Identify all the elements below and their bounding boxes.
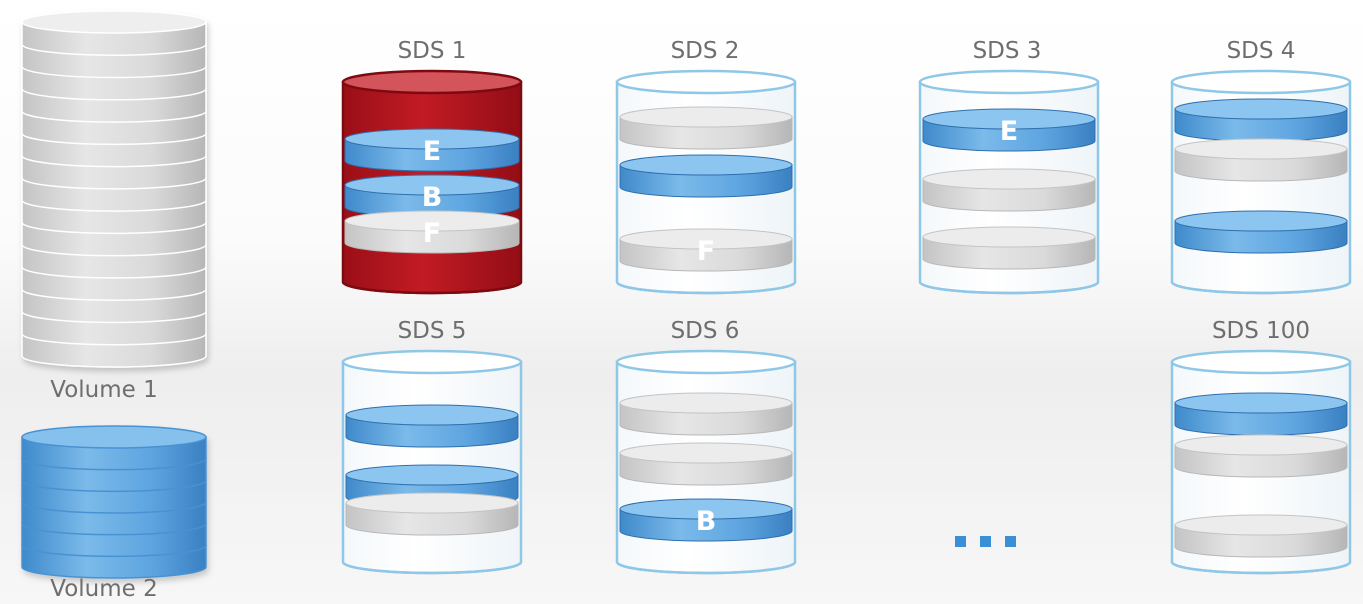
volume-2-cylinder bbox=[21, 425, 207, 579]
three-dots-icon bbox=[955, 536, 1016, 547]
sds-cylinder bbox=[1170, 349, 1352, 575]
sds-bottom-rim bbox=[615, 281, 797, 295]
sds-top bbox=[341, 69, 523, 95]
sds-cylinder bbox=[341, 349, 523, 575]
volume-1-label: Volume 1 bbox=[50, 377, 158, 403]
data-chunk-copy bbox=[1174, 434, 1348, 478]
sds-2-label: SDS 2 bbox=[670, 38, 740, 64]
chunk-top bbox=[922, 108, 1096, 130]
data-chunk-primary: E bbox=[922, 108, 1096, 152]
chunk-top bbox=[1174, 514, 1348, 536]
dot bbox=[980, 536, 991, 547]
dot bbox=[955, 536, 966, 547]
data-chunk-primary: E bbox=[344, 128, 520, 172]
data-chunk-copy bbox=[619, 392, 793, 436]
chunk-top bbox=[619, 392, 793, 414]
volume-2-label: Volume 2 bbox=[50, 576, 158, 602]
data-chunk-primary: B bbox=[344, 174, 520, 218]
chunk-top bbox=[619, 154, 793, 176]
chunk-top bbox=[1174, 392, 1348, 414]
data-chunk-primary bbox=[1174, 210, 1348, 254]
sds-cylinder: E bbox=[918, 69, 1100, 295]
data-chunk-copy bbox=[345, 492, 519, 536]
sds-top bbox=[1170, 349, 1352, 375]
sds-top bbox=[615, 349, 797, 375]
data-chunk-copy bbox=[1174, 514, 1348, 558]
volume-top bbox=[21, 425, 207, 449]
sds-100-label: SDS 100 bbox=[1211, 318, 1311, 344]
sds-bottom-rim bbox=[1170, 561, 1352, 575]
chunk-top bbox=[345, 464, 519, 486]
sds-bottom-rim bbox=[341, 281, 523, 295]
volume-1-cylinder bbox=[21, 10, 207, 368]
sds-top bbox=[918, 69, 1100, 95]
chunk-letter: F bbox=[423, 218, 441, 249]
chunk-top bbox=[1174, 98, 1348, 120]
data-chunk-primary: B bbox=[619, 498, 793, 542]
chunk-letter: B bbox=[422, 182, 443, 213]
chunk-letter: B bbox=[696, 506, 717, 537]
sds-3-label: SDS 3 bbox=[972, 38, 1042, 64]
data-chunk-primary bbox=[1174, 98, 1348, 142]
chunk-top bbox=[345, 404, 519, 426]
sds-bottom-rim bbox=[1170, 281, 1352, 295]
data-chunk-copy bbox=[619, 442, 793, 486]
chunk-top bbox=[619, 228, 793, 250]
dot bbox=[1005, 536, 1016, 547]
sds-bottom-rim bbox=[615, 561, 797, 575]
chunk-letter: E bbox=[423, 136, 441, 167]
sds-cylinder: F bbox=[615, 69, 797, 295]
sds-4-label: SDS 4 bbox=[1226, 38, 1296, 64]
data-chunk-copy: F bbox=[344, 210, 520, 254]
chunk-top bbox=[619, 498, 793, 520]
chunk-top bbox=[345, 492, 519, 514]
sds-top bbox=[615, 69, 797, 95]
chunk-top bbox=[344, 210, 520, 232]
data-chunk-primary bbox=[619, 154, 793, 198]
chunk-top bbox=[922, 226, 1096, 248]
sds-top bbox=[1170, 69, 1352, 95]
chunk-letter: E bbox=[1000, 116, 1018, 147]
sds-bottom-rim bbox=[341, 561, 523, 575]
volume-top bbox=[21, 10, 207, 34]
data-chunk-copy bbox=[922, 226, 1096, 270]
chunk-top bbox=[1174, 138, 1348, 160]
chunk-top bbox=[344, 128, 520, 150]
chunk-top bbox=[619, 442, 793, 464]
chunk-top bbox=[344, 174, 520, 196]
sds-bottom-rim bbox=[918, 281, 1100, 295]
chunk-top bbox=[1174, 434, 1348, 456]
sds-cylinder bbox=[1170, 69, 1352, 295]
data-chunk-primary bbox=[345, 404, 519, 448]
data-chunk-copy: F bbox=[619, 228, 793, 272]
data-chunk-copy bbox=[922, 168, 1096, 212]
data-chunk-copy bbox=[619, 106, 793, 150]
chunk-letter: F bbox=[697, 236, 715, 267]
data-chunk-copy bbox=[1174, 138, 1348, 182]
sds-6-label: SDS 6 bbox=[670, 318, 740, 344]
sds-cylinder: EBF bbox=[341, 69, 523, 295]
sds-cylinder: B bbox=[615, 349, 797, 575]
sds-1-label: SDS 1 bbox=[397, 38, 467, 64]
sds-5-label: SDS 5 bbox=[397, 318, 467, 344]
data-chunk-primary bbox=[1174, 392, 1348, 436]
chunk-top bbox=[1174, 210, 1348, 232]
chunk-top bbox=[619, 106, 793, 128]
sds-top bbox=[341, 349, 523, 375]
chunk-top bbox=[922, 168, 1096, 190]
